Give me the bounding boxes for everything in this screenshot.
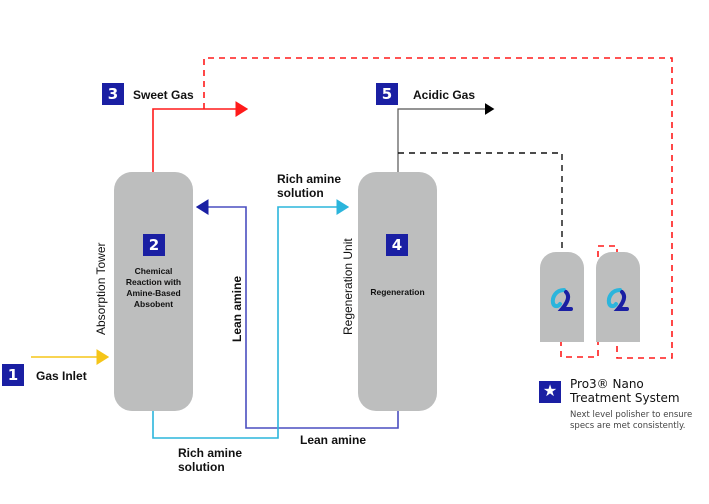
nano-vessel-2: [596, 252, 640, 342]
absorption-tower: [114, 172, 193, 411]
absorption-tower-label: Absorption Tower: [94, 242, 108, 336]
sweet-gas-line: [152, 101, 249, 172]
acidic-gas-label: Acidic Gas: [413, 88, 476, 102]
regeneration-unit-label: Regeneration Unit: [341, 238, 355, 335]
pro3-title-line: Treatment System: [570, 391, 680, 405]
lean-amine-line: [195, 199, 399, 429]
pro3-title-line: Pro3® Nano: [570, 377, 644, 391]
pro3-description: Next level polisher to ensure specs are …: [570, 410, 692, 432]
step-badge-1: 1: [2, 364, 24, 386]
step-badge-2: 2: [143, 234, 165, 256]
label-line: Rich amine: [277, 172, 342, 186]
pro3-desc-line: specs are met consistently.: [570, 421, 686, 431]
inner-line: Amine-Based: [126, 288, 181, 298]
regeneration-unit: [358, 172, 437, 411]
pro3-desc-line: Next level polisher to ensure: [570, 410, 693, 420]
lean-amine-bottom-label: Lean amine: [300, 433, 367, 447]
star-icon: ★: [539, 381, 561, 403]
rich-amine-line: [152, 199, 350, 439]
nano-logo-icon: [606, 288, 629, 311]
gas-inlet-label: Gas Inlet: [36, 369, 87, 383]
step-badge-3: 3: [102, 83, 124, 105]
label-line: Rich amine: [178, 446, 243, 460]
label-line: solution: [178, 460, 225, 474]
inner-line: Reaction with: [125, 277, 182, 287]
step-badge-5: 5: [376, 83, 398, 105]
nano-logo-icon: [550, 288, 573, 311]
inner-line: Chemical: [134, 266, 173, 276]
step-badge-4: 4: [386, 234, 408, 256]
absorption-inner-text: Chemical Reaction with Amine-Based Absob…: [114, 266, 193, 310]
red-dashed-link: [560, 245, 618, 358]
rich-amine-top-label: Rich amine solution: [277, 172, 341, 200]
rich-amine-bottom-label: Rich amine solution: [178, 446, 242, 474]
regeneration-inner-text: Regeneration: [370, 287, 425, 297]
nano-vessel-1: [540, 252, 584, 342]
pro3-title: Pro3® Nano Treatment System: [570, 377, 680, 405]
label-line: solution: [277, 186, 324, 200]
inner-line: Absobent: [133, 299, 174, 309]
sweet-gas-label: Sweet Gas: [133, 88, 194, 102]
lean-amine-vertical-label: Lean amine: [230, 275, 244, 342]
acidic-gas-line: [397, 103, 495, 172]
